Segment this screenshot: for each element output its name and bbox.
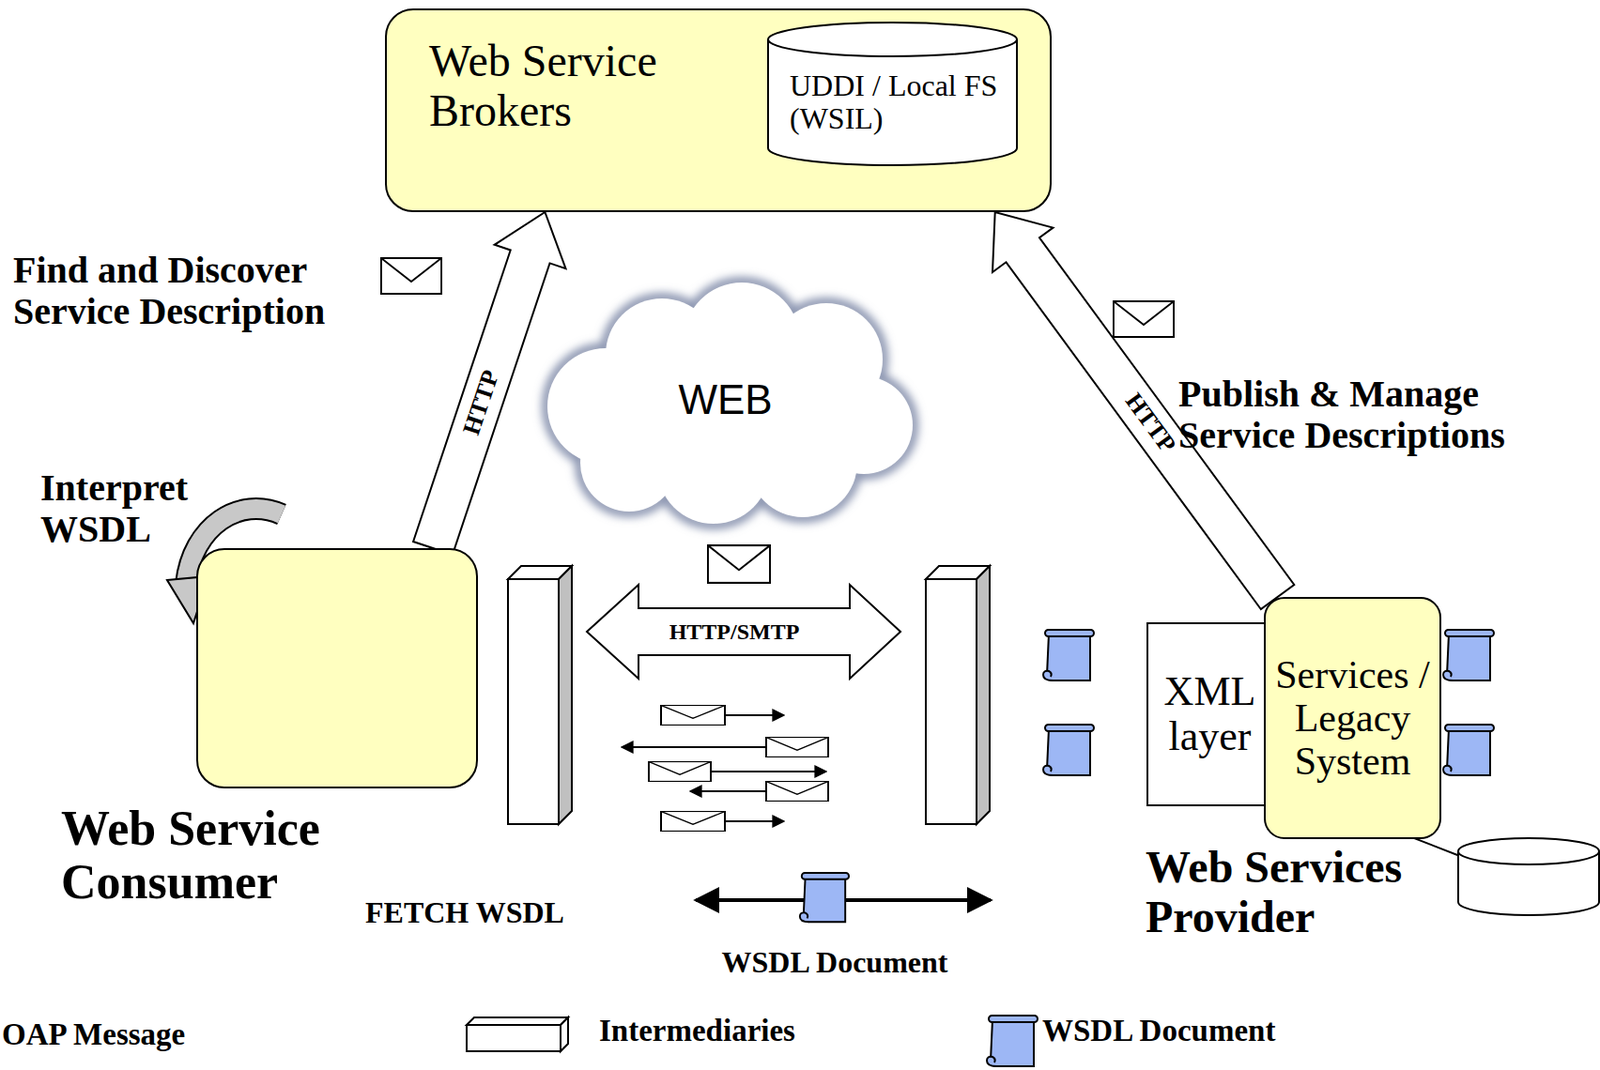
cloud-fill	[547, 282, 913, 524]
label-text: FETCH WSDL	[365, 896, 565, 930]
intermediary-bar	[507, 566, 572, 825]
wsdl-document-icon	[1443, 630, 1494, 681]
web-cloud: WEB	[521, 275, 930, 526]
database-cylinder	[1458, 838, 1600, 916]
cloud-glow	[547, 282, 913, 524]
envelope-icon	[707, 545, 770, 584]
label-text: Publish & Manage Service Descriptions	[1178, 373, 1592, 457]
broker-box: Web Service Brokers UDDI / Local FS (WSIL…	[384, 8, 1052, 213]
label-text: Find and Discover Service Description	[13, 249, 403, 333]
cylinder-body	[768, 22, 1017, 166]
envelope-icon	[381, 258, 442, 294]
legend-text: WSDL Document	[1042, 1014, 1276, 1048]
node-text: Web Service Brokers	[429, 36, 749, 137]
wsdl-document-icon	[1043, 630, 1094, 681]
service-box: Services / Legacy System	[1263, 597, 1442, 840]
node-text: WEB	[672, 377, 778, 423]
double-block-arrow	[586, 584, 901, 679]
edge-label: HTTP	[458, 367, 506, 439]
node-text: XML layer	[1148, 669, 1272, 761]
consumer-box: Web Service Consumer	[196, 548, 478, 789]
xml-layer-box: XML layer	[1146, 622, 1274, 807]
envelope-icon	[648, 762, 711, 783]
label-text: Web Services Provider	[1145, 843, 1447, 943]
envelope-icon	[766, 782, 829, 802]
envelope-icon	[661, 812, 725, 832]
wsdl-document-icon	[1043, 724, 1094, 776]
legend-text: Intermediaries	[599, 1014, 796, 1048]
intermediary-bar	[925, 566, 990, 825]
block-arrow	[413, 212, 566, 555]
node-text: Web Service Consumer	[61, 801, 371, 909]
legend-text: OAP Message	[1, 1017, 185, 1052]
legend-wsdl-icon	[986, 1015, 1038, 1067]
envelope-icon	[661, 706, 725, 726]
envelope-icon	[766, 738, 829, 758]
edge-label: HTTP	[1119, 388, 1181, 459]
wsdl-document-icon	[800, 873, 849, 923]
label-text: Interpret WSDL	[40, 467, 247, 551]
node-text: UDDI / Local FS (WSIL)	[789, 69, 1014, 136]
envelope-icon	[1113, 301, 1174, 338]
label-text: WSDL Document	[722, 946, 949, 980]
cylinder-rim	[768, 39, 1017, 57]
wsdl-document-icon	[1443, 724, 1494, 776]
registry-cylinder: UDDI / Local FS (WSIL)	[767, 22, 1018, 166]
node-text: Services / Legacy System	[1265, 653, 1440, 785]
label-text: HTTP/SMTP	[669, 619, 800, 645]
message-flow	[621, 715, 827, 822]
legend-intermediary-icon	[466, 1017, 569, 1052]
